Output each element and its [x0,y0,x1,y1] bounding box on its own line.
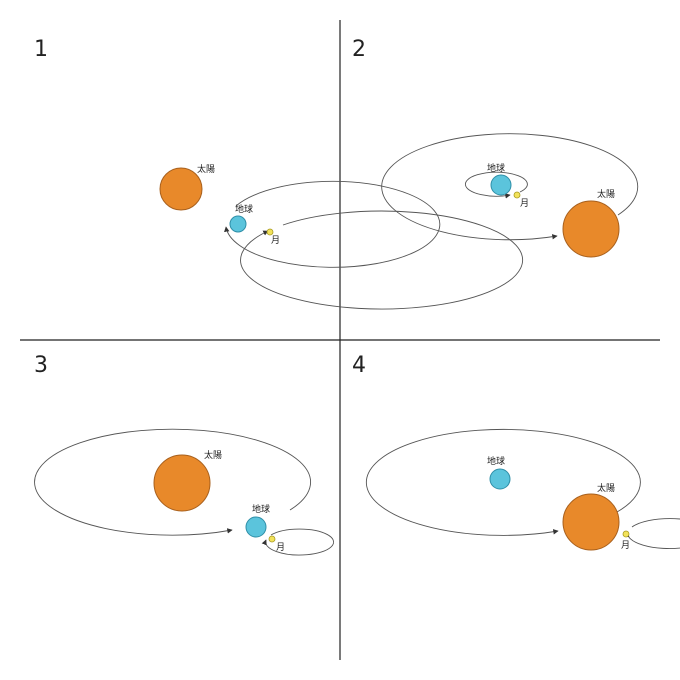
panel-2: 2 地球 月 太陽 [352,37,639,258]
moon [513,191,521,199]
panel-1: 1 太陽 地球 月 [34,37,524,310]
panel-number: 1 [34,37,48,62]
sun-label: 太陽 [597,482,615,494]
moon [622,530,630,538]
moon-path [240,210,524,310]
sun [562,493,620,551]
earth-orbit [34,428,311,536]
sun [159,167,203,211]
moon-orbit [464,171,528,199]
moon-orbit [261,528,334,556]
panel-number: 3 [34,353,48,378]
moon [268,535,276,543]
earth [489,468,511,490]
earth [245,516,267,538]
panel-number: 2 [352,37,366,62]
earth-label: 地球 [487,162,505,174]
panel-3: 3 太陽 地球 月 [34,353,334,556]
earth-label: 地球 [235,203,253,215]
earth-label: 地球 [487,455,505,467]
moon-label: 月 [276,542,285,553]
moon-label: 月 [520,198,529,209]
earth-orbit [224,180,441,268]
sun-orbit [365,428,641,536]
earth-label: 地球 [252,503,270,515]
sun-label: 太陽 [597,188,615,200]
moon [266,228,274,236]
sun-label: 太陽 [197,163,215,175]
earth [490,174,512,196]
sun [153,454,211,512]
moon-orbit [624,518,680,550]
panel-4: 4 地球 太陽 月 [352,353,680,551]
moon-label: 月 [271,235,280,246]
sun [562,200,620,258]
earth [229,215,247,233]
earth-moon-system-orbit [381,133,639,241]
moon-label: 月 [621,540,630,551]
sun-label: 太陽 [204,449,222,461]
panel-number: 4 [352,353,366,378]
